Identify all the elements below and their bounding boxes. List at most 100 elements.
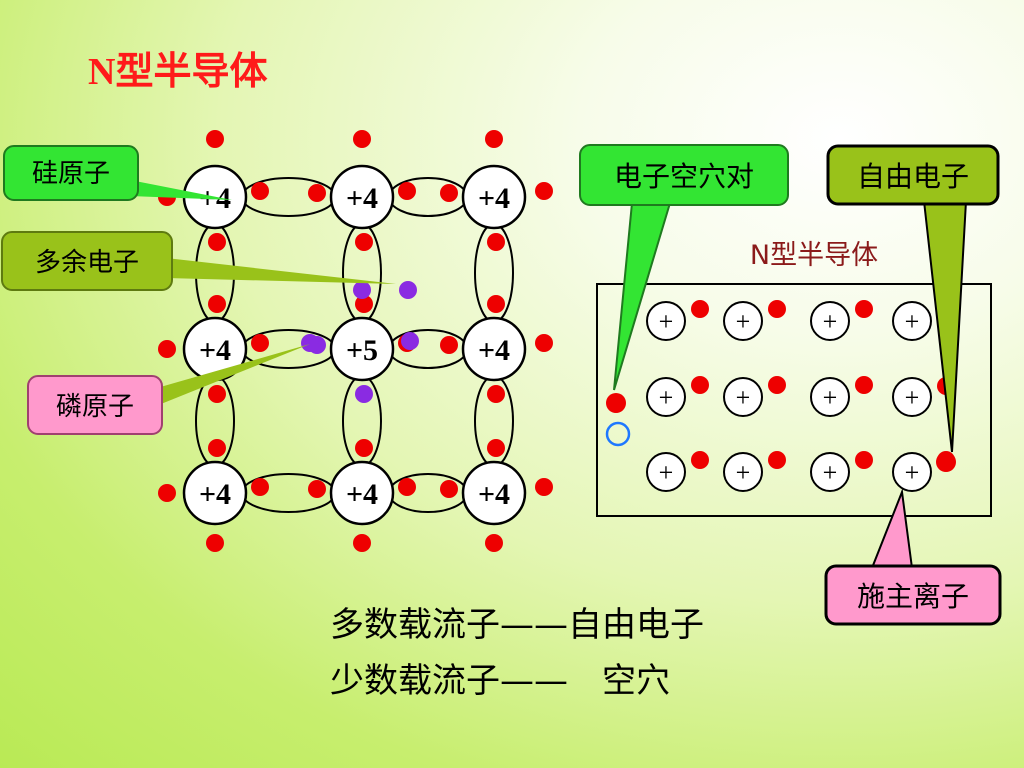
panel-electron (691, 376, 709, 394)
donor-ion-callout: 施主离子 (824, 488, 1002, 626)
silicon-atom-label: 硅原子 (32, 159, 110, 189)
donor-ion: + (723, 377, 763, 417)
free-electron-label: 自由电子 (857, 160, 969, 193)
atom: +4 (182, 460, 248, 526)
donor-ion: + (723, 301, 763, 341)
atom-charge-label: +4 (478, 334, 510, 367)
ion-plus-sign: + (659, 383, 674, 412)
panel-electron (691, 451, 709, 469)
ion-plus-sign: + (736, 307, 751, 336)
silicon-atom-callout: 硅原子 (3, 145, 232, 201)
outer-electron (535, 334, 553, 352)
lattice-electrons (158, 130, 553, 552)
bond-electron (487, 233, 505, 251)
panel-electron (768, 300, 786, 318)
outer-electron (485, 534, 503, 552)
majority-carrier-line: 多数载流子——自由电子 (330, 605, 704, 645)
atom: +4 (461, 164, 527, 230)
bond-electron (398, 182, 416, 200)
panel-electron (855, 376, 873, 394)
electron-hole-pair-label: 电子空穴对 (614, 160, 754, 193)
extra-electron (301, 334, 319, 352)
donor-ion: + (810, 452, 850, 492)
atom-charge-label: +4 (199, 334, 231, 367)
ion-plus-sign: + (823, 383, 838, 412)
bond-electron (355, 439, 373, 457)
bond-electron (208, 233, 226, 251)
atom: +4 (329, 164, 395, 230)
outer-electron (353, 130, 371, 148)
atom-charge-label: +4 (346, 478, 378, 511)
panel-title: N型半导体 (750, 240, 878, 271)
atom: +4 (329, 460, 395, 526)
panel-frame (596, 283, 992, 517)
outer-electron (535, 182, 553, 200)
ion-plus-sign: + (905, 307, 920, 336)
donor-ion: + (646, 377, 686, 417)
bond-electron (355, 295, 373, 313)
atom-charge-label: +4 (199, 478, 231, 511)
atom: +4 (461, 316, 527, 382)
bond-electron (440, 184, 458, 202)
ion-plus-sign: + (823, 458, 838, 487)
ion-plus-sign: + (736, 458, 751, 487)
hole-icon (605, 421, 631, 447)
bond-electron (355, 385, 373, 403)
atom-charge-label: +5 (346, 334, 378, 367)
outer-electron (485, 130, 503, 148)
bond-electron (251, 182, 269, 200)
outer-electron (535, 478, 553, 496)
ion-plus-sign: + (905, 458, 920, 487)
outer-electron (206, 130, 224, 148)
electron-hole-pair-callout: 电子空穴对 (579, 144, 789, 391)
free-electron (936, 452, 956, 472)
extra-electron (399, 281, 417, 299)
minority-carrier-line: 少数载流子—— 空穴 (330, 661, 670, 701)
panel-electron (855, 300, 873, 318)
donor-ion: + (646, 301, 686, 341)
panel-electron (768, 376, 786, 394)
lattice-atoms: +4+4+4+4+5+4+4+4+4 (182, 164, 527, 526)
donor-ion: + (892, 301, 932, 341)
panel-electron (768, 451, 786, 469)
atom-charge-label: +4 (478, 182, 510, 215)
ion-plus-sign: + (736, 383, 751, 412)
bond-electron (355, 233, 373, 251)
panel-electron (691, 300, 709, 318)
bond-electron (308, 480, 326, 498)
extra-electron (353, 281, 371, 299)
extra-electron-callout: 多余电子 (1, 231, 396, 291)
extra-electron (401, 332, 419, 350)
free-electron-callout: 自由电子 (826, 144, 1000, 453)
ion-plus-sign: + (823, 307, 838, 336)
atom: +4 (461, 460, 527, 526)
outer-electron (158, 340, 176, 358)
donor-ion-grid: + + + + + + + + + + + + (646, 300, 956, 492)
outer-electron (158, 484, 176, 502)
phosphorus-atom-callout: 磷原子 (27, 344, 310, 435)
bond-electron (308, 184, 326, 202)
outer-electron (353, 534, 371, 552)
ion-plus-sign: + (659, 458, 674, 487)
donor-ion-label: 施主离子 (857, 580, 969, 613)
atom-charge-label: +4 (346, 182, 378, 215)
panel-electron (855, 451, 873, 469)
atom: +4 (182, 316, 248, 382)
page-title: N型半导体 (88, 51, 267, 93)
bond-electron (440, 480, 458, 498)
pair-electron (606, 393, 626, 413)
bond-electron (487, 295, 505, 313)
atom: +5 (329, 316, 395, 382)
bond-electron (251, 478, 269, 496)
bond-electron (487, 439, 505, 457)
bond-electron (208, 385, 226, 403)
bond-electron (398, 478, 416, 496)
donor-ion: + (810, 301, 850, 341)
donor-ion: + (892, 377, 932, 417)
donor-ion: + (892, 452, 932, 492)
outer-electron (206, 534, 224, 552)
extra-electron-label: 多余电子 (35, 248, 139, 278)
ion-plus-sign: + (905, 383, 920, 412)
bond-electron (208, 295, 226, 313)
